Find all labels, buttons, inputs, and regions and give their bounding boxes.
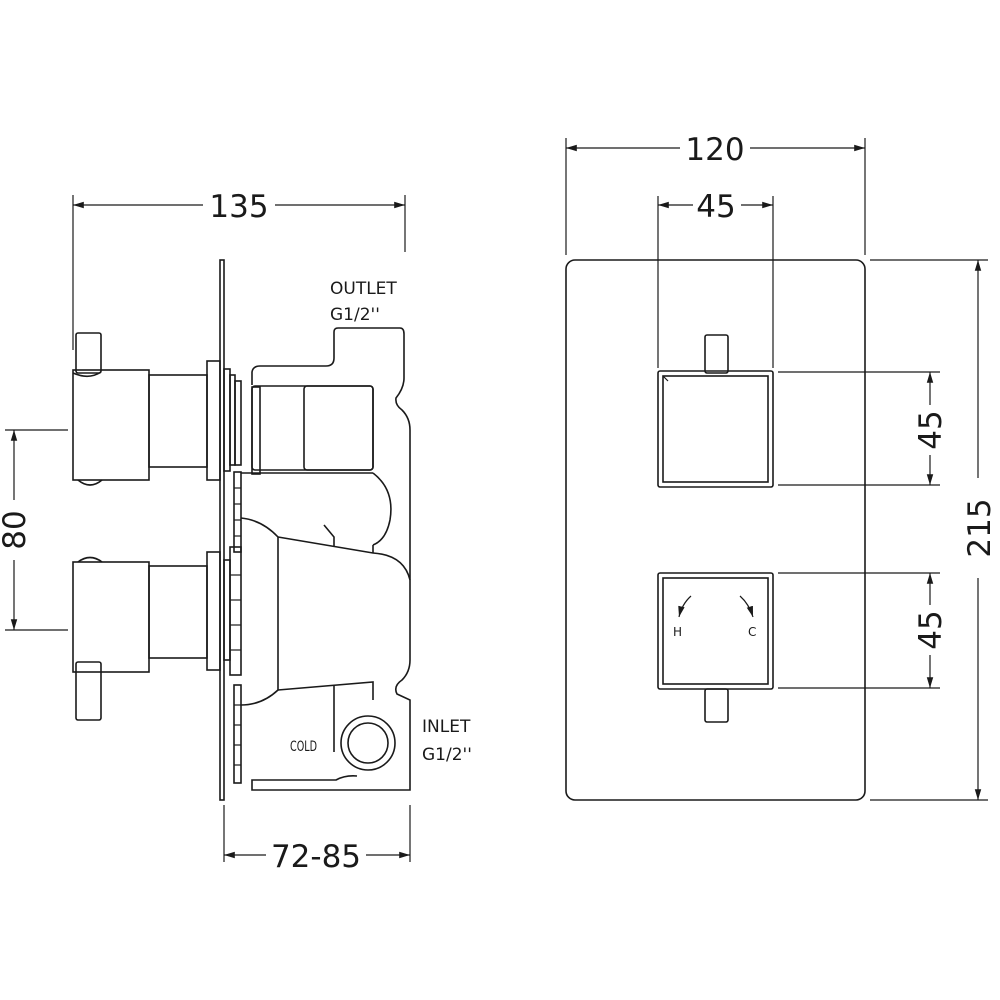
inlet-thread-label: G1/2'' [422,745,472,765]
dimension-135: 135 [72,185,406,350]
inlet-port [340,715,396,771]
wall-plate [219,259,225,801]
hot-arrow-icon [678,595,692,618]
dimension-120: 120 [565,128,866,255]
cover-plate [565,259,866,801]
dimension-label: 215 [962,498,998,557]
front-view: 120 45 215 45 [565,128,998,801]
side-view: 135 80 72-85 [0,185,472,875]
hot-label: H [673,625,682,639]
dimension-lower-handle: 45 [778,572,949,689]
lower-handle-front: H C [657,572,774,723]
dimension-label: 72-85 [271,839,361,875]
dimension-label: 45 [913,410,949,449]
dimension-label: 135 [209,189,268,225]
outlet-thread-label: G1/2'' [330,305,380,325]
upper-handle-front [657,334,774,488]
cold-arrow-icon [739,595,754,618]
cold-label: C [748,625,756,639]
dimension-label: 80 [0,510,33,549]
dimension-label: 120 [685,132,744,168]
inlet-label: INLET [422,717,471,737]
cold-label: COLD [290,738,317,754]
dimension-label: 45 [913,610,949,649]
valve-body [233,327,411,791]
dimension-72-85: 72-85 [223,805,411,875]
dimension-label: 45 [696,189,735,225]
upper-handle-side [72,332,242,486]
dimension-handle-width: 45 [657,186,774,368]
dimension-upper-handle: 45 [778,371,949,486]
lower-handle-side [72,546,242,721]
dimension-80: 80 [0,429,68,631]
outlet-label: OUTLET [330,279,397,299]
dimension-215: 215 [870,259,998,801]
